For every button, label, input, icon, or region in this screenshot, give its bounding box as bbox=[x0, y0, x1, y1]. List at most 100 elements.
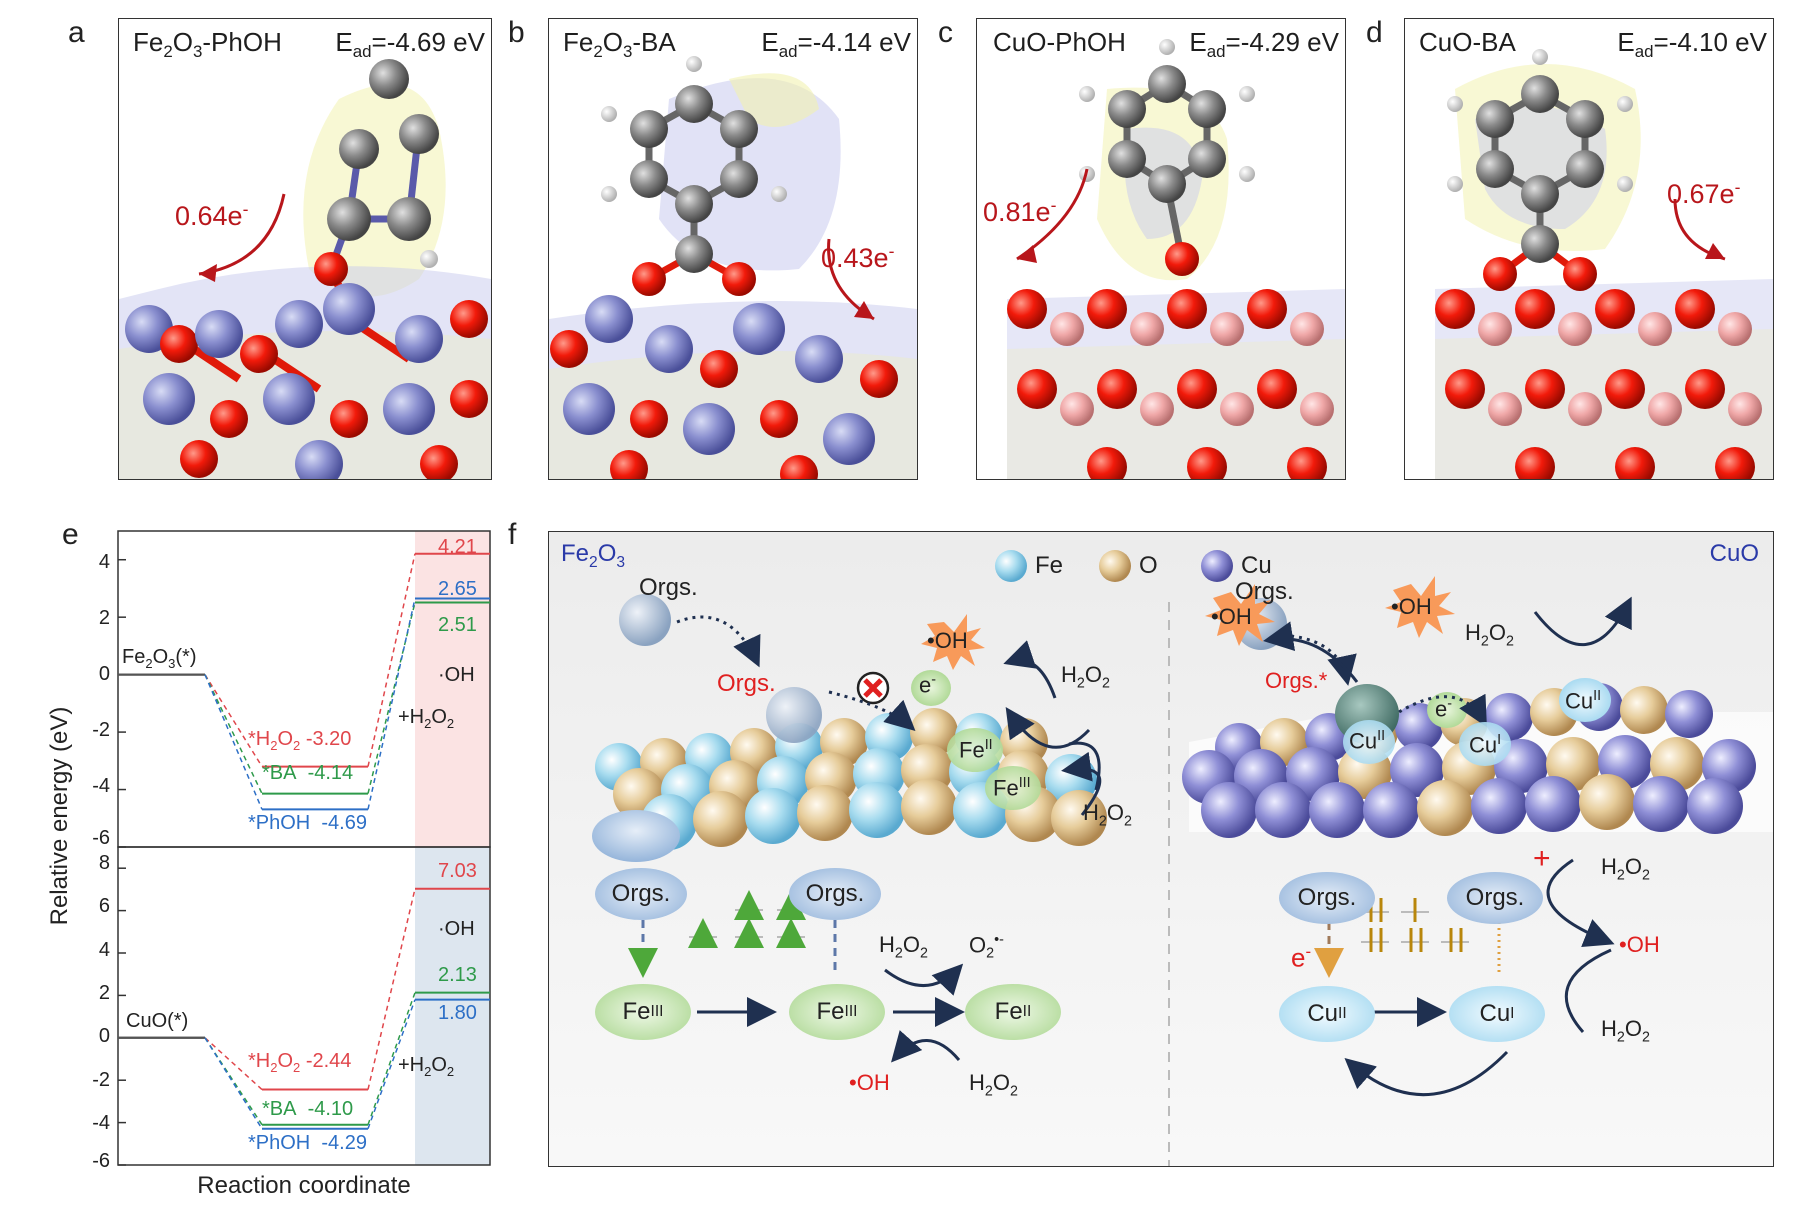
left-orgs-oval-2: Orgs. bbox=[789, 868, 881, 920]
tick-top-m4: -4 bbox=[92, 775, 110, 797]
panel-c-structure: CuO-PhOH Ead=-4.29 eV 0.81e- bbox=[976, 18, 1346, 480]
tick-top-2: 2 bbox=[98, 607, 110, 629]
panel-b-structure: Fe2O3-BA Ead=-4.14 eV 0.43e- bbox=[548, 18, 918, 480]
panel-a-title: Fe2O3-PhOH bbox=[133, 27, 282, 62]
left-h2o2-cycle-top: H2O2 bbox=[879, 932, 928, 962]
right-e-minus-cycle: e- bbox=[1291, 942, 1312, 973]
panel-letter-a: a bbox=[68, 16, 85, 49]
right-oh-radical-2: •OH bbox=[1391, 594, 1432, 619]
right-h2o2-cycle-bottom: H2O2 bbox=[1601, 1016, 1650, 1046]
legend-cu-label: Cu bbox=[1241, 552, 1272, 579]
right-orgs-oval-2: Orgs. bbox=[1447, 872, 1543, 924]
top-phoh-label: *PhOH -4.69 bbox=[248, 812, 367, 834]
energy-x-axis-label: Reaction coordinate bbox=[197, 1172, 411, 1199]
right-h2o2-top: H2O2 bbox=[1465, 620, 1514, 650]
tick-bot-m2: -2 bbox=[92, 1069, 110, 1091]
cuo-title: CuO bbox=[1709, 540, 1759, 567]
fe2o3-title: Fe2O3 bbox=[561, 540, 626, 571]
bottom-h2o2-label: *H2O2 -2.44 bbox=[248, 1050, 352, 1075]
bottom-oh-label: ·OH bbox=[438, 918, 475, 940]
right-cu-i-surface: CuI bbox=[1469, 732, 1502, 758]
top-start-label: Fe2O3(*) bbox=[122, 646, 197, 671]
left-h2o2-bottom: H2O2 bbox=[1083, 800, 1132, 830]
tick-bot-6: 6 bbox=[98, 895, 110, 917]
panel-d-structure: CuO-BA Ead=-4.10 eV 0.67e- bbox=[1404, 18, 1774, 480]
panel-a-structure: Fe2O3-PhOH Ead=-4.69 eV 0.64e- bbox=[118, 18, 492, 480]
bottom-ba-label: *BA -4.10 bbox=[262, 1098, 354, 1120]
energy-connector-0-0-1 bbox=[367, 553, 416, 767]
left-fe-ii-surface: FeII bbox=[959, 737, 993, 763]
panel-d-adsorption-energy: Ead=-4.10 eV bbox=[1617, 27, 1767, 62]
tick-bot-m4: -4 bbox=[92, 1112, 110, 1134]
energy-y-axis-label: Relative energy (eV) bbox=[46, 706, 73, 926]
top-final-h2o2: 4.21 bbox=[438, 536, 477, 558]
panel-letter-d: d bbox=[1366, 16, 1383, 49]
right-cu-ii-surface: CuII bbox=[1349, 728, 1386, 754]
energy-connector-0-1-1 bbox=[367, 602, 416, 794]
right-orgs-oval-1: Orgs. bbox=[1279, 872, 1375, 924]
right-e-minus: e- bbox=[1435, 696, 1453, 722]
adsorption-structure-a bbox=[119, 59, 491, 479]
mechanism-art bbox=[592, 550, 1773, 1166]
adsorption-structure-d bbox=[1435, 49, 1773, 479]
panel-d-charge-transfer: 0.67e- bbox=[1667, 177, 1741, 209]
left-orgs-oval-1: Orgs. bbox=[595, 868, 687, 920]
tick-bot-m6: -6 bbox=[92, 1150, 110, 1172]
tick-bot-4: 4 bbox=[98, 939, 110, 961]
tick-bot-2: 2 bbox=[98, 982, 110, 1004]
panel-letter-f: f bbox=[508, 518, 517, 551]
bottom-plus-h2o2: +H2O2 bbox=[398, 1054, 455, 1079]
panel-a-adsorption-energy: Ead=-4.69 eV bbox=[335, 27, 485, 62]
right-oh-cycle: •OH bbox=[1619, 932, 1660, 957]
adsorption-structure-b bbox=[549, 56, 917, 479]
tick-bot-8: 8 bbox=[98, 852, 110, 874]
left-oh-radical: •OH bbox=[927, 628, 968, 653]
right-oh-radical-1: •OH bbox=[1211, 604, 1252, 629]
left-fe-iii-surface: FeIII bbox=[993, 775, 1031, 801]
energy-connector-0-2-1 bbox=[367, 598, 416, 810]
left-orgs-adsorbed-label: Orgs. bbox=[717, 670, 776, 697]
tick-top-0: 0 bbox=[98, 663, 110, 685]
panel-letter-c: c bbox=[938, 16, 953, 49]
right-orgs-label: Orgs. bbox=[1235, 578, 1294, 605]
panel-b-title: Fe2O3-BA bbox=[563, 27, 676, 62]
legend-o-label: O bbox=[1139, 552, 1158, 579]
panel-d-title: CuO-BA bbox=[1419, 27, 1516, 57]
legend-fe-label: Fe bbox=[1035, 552, 1064, 579]
top-ba-label: *BA -4.14 bbox=[262, 762, 354, 784]
top-plus-h2o2: +H2O2 bbox=[398, 706, 455, 731]
tick-top-m6: -6 bbox=[92, 827, 110, 849]
bottom-start-label: CuO(*) bbox=[126, 1010, 189, 1032]
right-plus: + bbox=[1533, 842, 1551, 875]
bottom-final-h2o2: 7.03 bbox=[438, 860, 477, 882]
panel-letter-b: b bbox=[508, 16, 525, 49]
top-oh-label: ·OH bbox=[438, 664, 475, 686]
top-final-phoh: 2.65 bbox=[438, 578, 477, 600]
panel-c-title: CuO-PhOH bbox=[993, 27, 1126, 57]
panel-b-charge-transfer: 0.43e- bbox=[821, 241, 895, 273]
panel-b-adsorption-energy: Ead=-4.14 eV bbox=[761, 27, 911, 62]
left-h2o2-top: H2O2 bbox=[1061, 662, 1110, 692]
left-oh-cycle: •OH bbox=[849, 1070, 890, 1095]
bottom-final-phoh: 1.80 bbox=[438, 1002, 477, 1024]
top-h2o2-label: *H2O2 -3.20 bbox=[248, 728, 352, 753]
left-h2o2-cycle-bottom: H2O2 bbox=[969, 1070, 1018, 1100]
panel-c-adsorption-energy: Ead=-4.29 eV bbox=[1189, 27, 1339, 62]
panel-letter-e: e bbox=[62, 518, 79, 551]
adsorption-structure-c bbox=[1007, 39, 1345, 479]
left-e-minus: e- bbox=[919, 672, 937, 698]
right-h2o2-cycle-top: H2O2 bbox=[1601, 854, 1650, 884]
left-superoxide: O2•- bbox=[969, 932, 1004, 962]
top-final-ba: 2.51 bbox=[438, 614, 477, 636]
left-orgs-label: Orgs. bbox=[639, 574, 698, 601]
bottom-final-ba: 2.13 bbox=[438, 964, 477, 986]
right-cu-ii-free: CuII bbox=[1565, 688, 1602, 714]
tick-top-4: 4 bbox=[98, 551, 110, 573]
energy-frame-top bbox=[117, 530, 491, 848]
mechanism-panel: Fe2O3 CuO Fe O Cu Orgs. Orgs. e- •OH H2O… bbox=[548, 531, 1774, 1167]
